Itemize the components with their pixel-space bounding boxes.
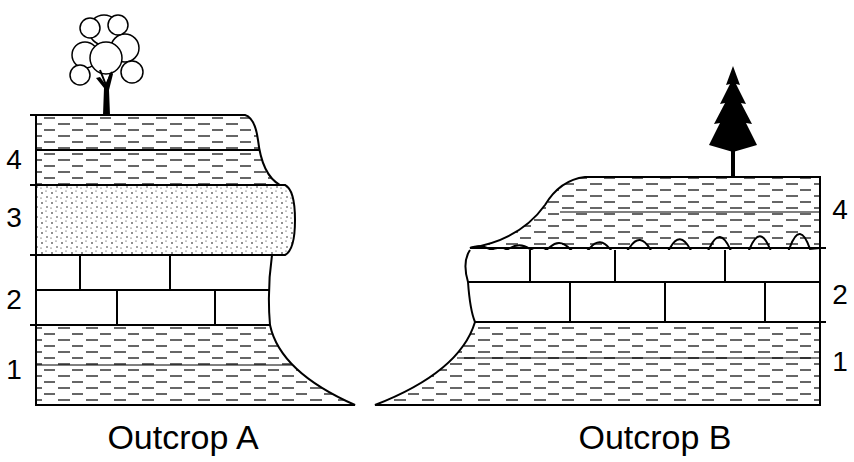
layer-number: 4	[832, 196, 848, 224]
outcrop-caption: Outcrop A	[107, 420, 258, 454]
layer-number: 1	[6, 356, 22, 384]
outcrop-caption: Outcrop B	[578, 420, 731, 454]
layer-number: 2	[6, 286, 22, 314]
layer-number: 4	[6, 146, 22, 174]
deciduous-tree	[70, 15, 143, 115]
layer-number: 2	[832, 281, 848, 309]
layer-number: 1	[832, 348, 848, 376]
layer-number: 3	[6, 204, 22, 232]
pine-tree	[709, 66, 757, 178]
